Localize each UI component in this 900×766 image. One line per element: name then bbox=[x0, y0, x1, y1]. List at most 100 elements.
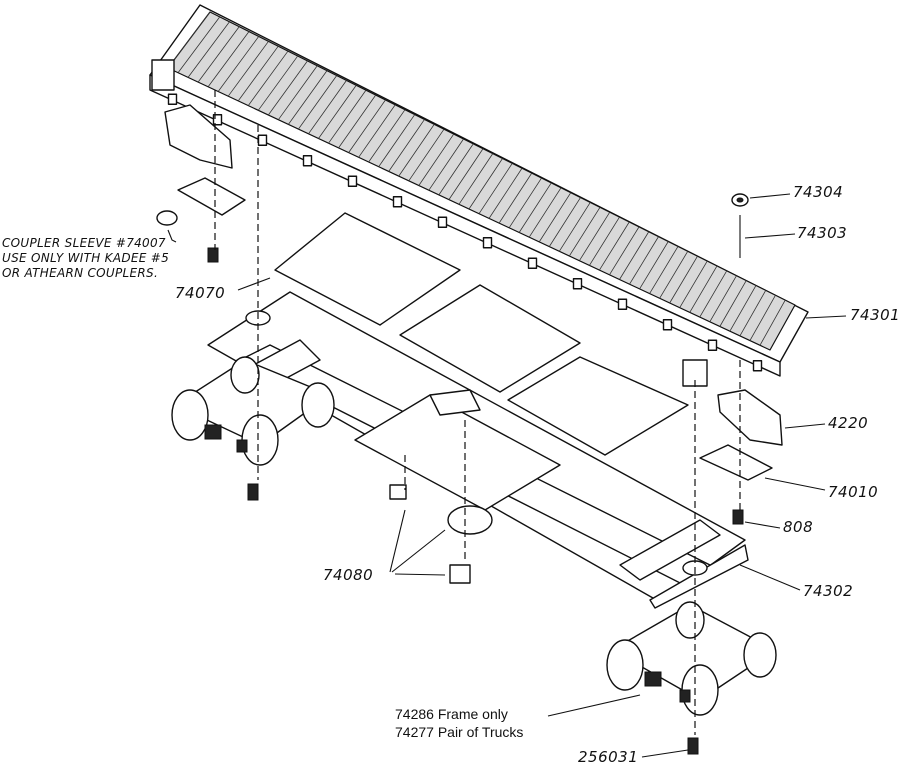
coupler-right bbox=[699, 389, 783, 525]
deck-plank bbox=[528, 187, 562, 238]
deck-plank bbox=[709, 275, 737, 323]
deck-plank bbox=[227, 41, 269, 97]
label-truck-frame: 74286 Frame only bbox=[395, 706, 508, 722]
deck-plank bbox=[659, 251, 689, 299]
coupler-note-line-3: OR ATHEARN COUPLERS. bbox=[2, 266, 158, 280]
stake-pocket bbox=[437, 216, 448, 228]
coupler-left bbox=[156, 104, 246, 263]
deck-plank bbox=[629, 236, 659, 285]
screw-truck bbox=[687, 737, 699, 755]
deck-plank bbox=[358, 104, 396, 158]
deck-plank bbox=[388, 119, 425, 172]
deck-plank bbox=[508, 177, 542, 229]
deck-plank bbox=[187, 21, 230, 78]
deck-plank bbox=[689, 265, 718, 313]
deck-plank bbox=[348, 99, 386, 153]
leader-lines bbox=[167, 193, 847, 758]
stake-pocket bbox=[662, 319, 673, 331]
stake-pocket bbox=[212, 114, 223, 126]
deck-plank bbox=[558, 202, 591, 252]
label-brake-wheel: 74304 bbox=[793, 183, 843, 201]
deck-plank bbox=[368, 109, 406, 163]
deck-plank bbox=[428, 138, 464, 191]
truck-right bbox=[606, 601, 777, 716]
deck-plank bbox=[257, 55, 299, 111]
brake-components bbox=[389, 484, 493, 584]
deck-plank bbox=[328, 89, 367, 144]
coupler-note-line-2: USE ONLY WITH KADEE #5 bbox=[2, 251, 169, 265]
stake-pocket bbox=[572, 278, 583, 290]
label-deck: 74301 bbox=[850, 306, 900, 324]
label-coupler-box: 74010 bbox=[828, 483, 878, 501]
label-coupler: 4220 bbox=[828, 414, 868, 432]
deck-plank bbox=[448, 148, 484, 200]
deck-plank bbox=[609, 226, 640, 276]
deck-plank bbox=[739, 290, 767, 337]
label-screw-808: 808 bbox=[783, 518, 813, 536]
deck-plank bbox=[649, 246, 679, 294]
deck-plank bbox=[318, 85, 357, 139]
screw-left bbox=[247, 483, 259, 501]
deck-plank bbox=[498, 172, 533, 224]
deck-plank bbox=[288, 70, 328, 125]
deck-plank bbox=[488, 168, 523, 219]
deck-plank bbox=[538, 192, 572, 243]
deck-plank bbox=[237, 45, 279, 102]
deck-plank bbox=[278, 65, 318, 120]
deck-plank bbox=[167, 11, 211, 69]
stake-pocket bbox=[347, 175, 358, 187]
deck-plank bbox=[669, 255, 698, 304]
deck-plank bbox=[589, 216, 620, 266]
deck-plank bbox=[207, 31, 250, 88]
deck-plank bbox=[568, 207, 601, 257]
stake-pocket bbox=[527, 257, 538, 269]
deck-plank bbox=[268, 60, 308, 116]
deck-plank bbox=[338, 94, 377, 149]
deck-plank bbox=[679, 260, 708, 308]
deck-plank bbox=[247, 50, 289, 106]
deck-plank bbox=[548, 197, 581, 247]
label-frame: 74302 bbox=[803, 582, 853, 600]
deck-plank bbox=[639, 241, 669, 290]
stake-pocket bbox=[257, 134, 268, 146]
deck-plank bbox=[759, 299, 786, 346]
deck-plank bbox=[177, 16, 221, 73]
deck-plank bbox=[298, 75, 338, 130]
deck-plank bbox=[518, 182, 552, 233]
stake-pocket bbox=[302, 155, 313, 167]
deck-plank bbox=[468, 158, 503, 210]
deck-plank bbox=[197, 26, 240, 83]
label-truck-pair: 74277 Pair of Trucks bbox=[395, 724, 523, 740]
deck-plank bbox=[438, 143, 474, 196]
deck-plank bbox=[217, 36, 260, 92]
stake-pocket bbox=[167, 93, 178, 105]
deck-plank bbox=[579, 212, 611, 261]
label-weights: 74070 bbox=[175, 284, 225, 302]
deck-plank bbox=[378, 114, 416, 167]
label-brake-staff: 74303 bbox=[797, 224, 847, 242]
deck-plank bbox=[729, 285, 757, 332]
flat-car-deck bbox=[149, 4, 809, 387]
stake-pocket bbox=[482, 237, 493, 249]
coupler-note-line-1: COUPLER SLEEVE #74007 bbox=[2, 236, 166, 250]
label-truck-screw: 256031 bbox=[578, 748, 638, 766]
deck-plank bbox=[418, 133, 455, 186]
deck-plank bbox=[478, 163, 513, 214]
deck-plank bbox=[398, 124, 435, 177]
deck-plank bbox=[599, 221, 630, 271]
deck-plank bbox=[619, 231, 650, 280]
deck-plank bbox=[458, 153, 494, 205]
stake-pocket bbox=[707, 339, 718, 351]
deck-plank bbox=[749, 295, 776, 341]
deck-plank bbox=[308, 80, 347, 135]
deck-plank bbox=[699, 270, 728, 318]
deck-plank bbox=[408, 128, 445, 182]
stake-pocket bbox=[392, 196, 403, 208]
weights bbox=[274, 212, 689, 456]
truck-left bbox=[171, 356, 335, 466]
label-brake-parts: 74080 bbox=[323, 566, 373, 584]
stake-pocket bbox=[752, 360, 763, 372]
deck-plank bbox=[719, 280, 747, 327]
stake-pocket bbox=[617, 298, 628, 310]
